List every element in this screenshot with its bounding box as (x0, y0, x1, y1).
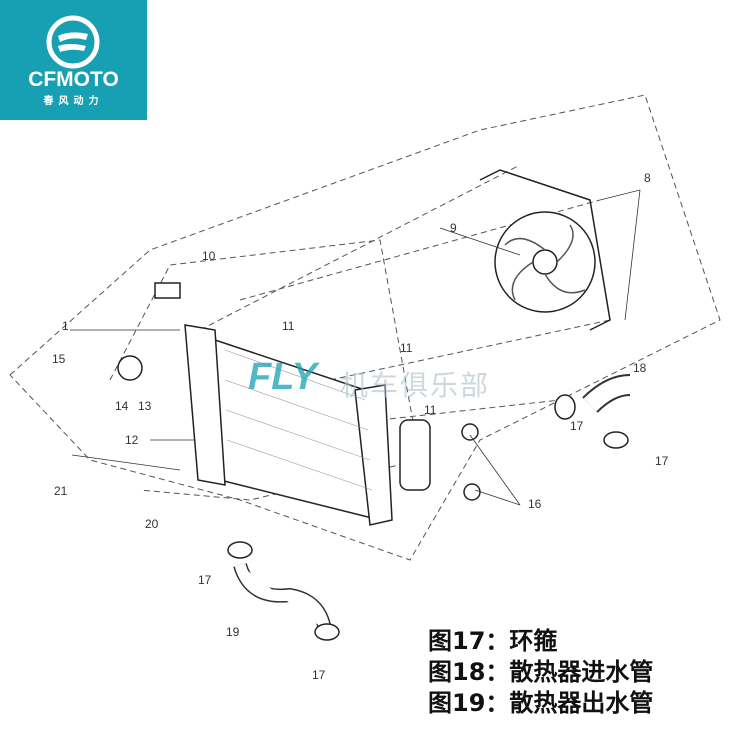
logo-emblem-icon (46, 15, 100, 69)
label-15: 15 (52, 352, 66, 366)
label-1: 1 (62, 319, 69, 333)
caption-18: 图18：散热器进水管 (428, 658, 654, 686)
label-12: 12 (125, 433, 139, 447)
outline-20 (109, 239, 421, 501)
label-17a: 17 (570, 419, 584, 433)
label-17b: 17 (655, 454, 669, 468)
label-11a: 11 (282, 319, 295, 333)
watermark-latin: FLY (248, 356, 317, 398)
caption-17: 图17：环箍 (428, 627, 558, 655)
label-19: 19 (226, 625, 240, 639)
watermark-chinese: 机车俱乐部 (340, 369, 491, 402)
label-11b: 11 (400, 341, 413, 355)
logo-brand: CFMOTO (28, 68, 119, 91)
label-20: 20 (145, 517, 159, 531)
label-9: 9 (450, 221, 457, 235)
label-14: 14 (115, 399, 129, 413)
label-21: 21 (54, 484, 68, 498)
label-10: 10 (202, 249, 216, 263)
label-16: 16 (528, 497, 542, 511)
label-17d: 17 (312, 668, 326, 682)
outline-21 (9, 94, 721, 561)
cfmoto-logo: CFMOTO 春风动力 (0, 0, 147, 120)
label-17c: 17 (198, 573, 212, 587)
label-13: 13 (138, 399, 152, 413)
logo-subtitle: 春风动力 (43, 96, 104, 107)
label-8: 8 (644, 171, 651, 185)
caption-19: 图19：散热器出水管 (428, 689, 654, 717)
label-18: 18 (633, 361, 647, 375)
captions: 图17：环箍 图18：散热器进水管 图19：散热器出水管 (428, 626, 653, 719)
label-11c: 11 (424, 403, 437, 417)
